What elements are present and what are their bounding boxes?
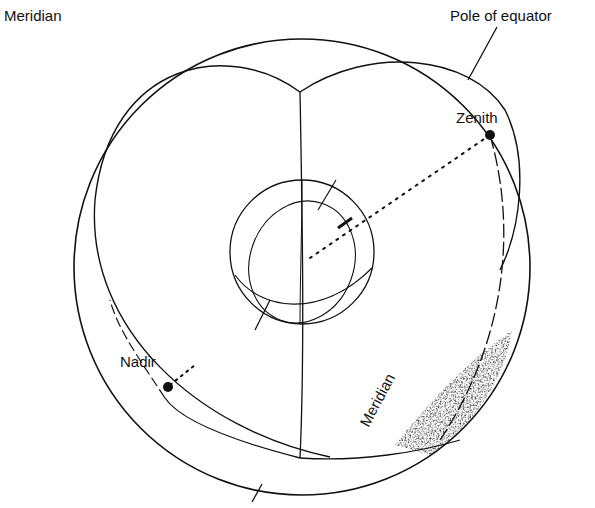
zenith-dot [485,130,495,140]
polar-axis [468,27,497,80]
meridian-circle [94,66,330,457]
meridian-label: Meridian [4,8,62,25]
meridian-circle [300,62,520,270]
meridian-arc [165,398,300,458]
meridian-label: Meridian [356,369,399,431]
earth-meridian [300,180,302,324]
meridian-back [110,300,165,398]
celestial-sphere-outline [74,39,530,495]
earth-sphere [230,180,374,324]
polar-axis [252,484,262,502]
meridian-line [300,92,303,458]
meridian-back [440,135,504,440]
nadir-dot [163,382,173,392]
earth-axis [318,180,336,210]
nadir-label: Nadir [120,354,156,371]
earth-axis [255,300,270,330]
pole-label: Pole of equator [450,8,552,25]
earth-equator [235,268,372,304]
zenith-line [310,135,490,258]
zenith-label: Zenith [456,110,498,127]
shaded-region [395,330,512,455]
observer-mark [338,218,352,228]
nadir-line [170,365,195,385]
horizon-arc [300,440,460,459]
